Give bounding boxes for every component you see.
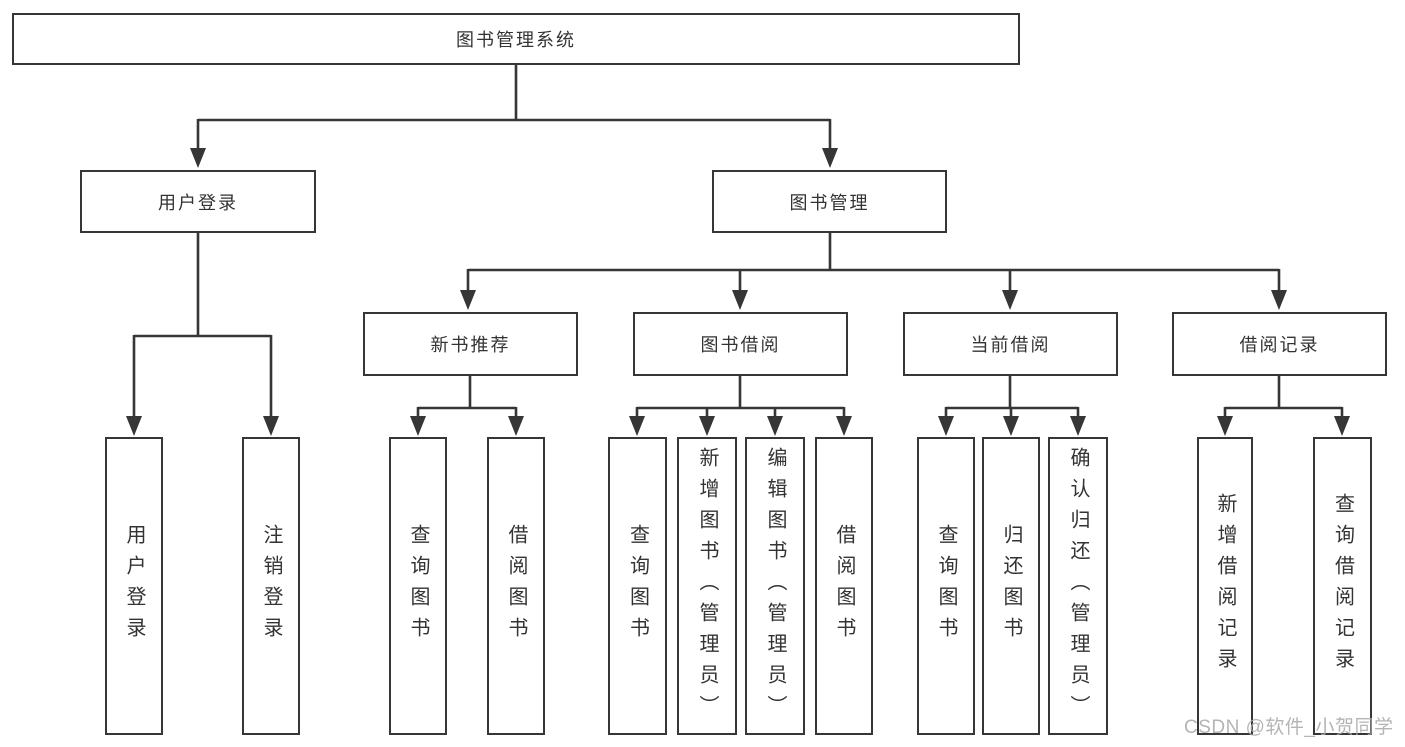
arrowhead-icon [836, 416, 852, 436]
node-label: 图书管理系统 [456, 30, 576, 50]
node-label: 新书推荐 [430, 335, 511, 355]
leaf-label: 编辑图书（管理员） [764, 446, 786, 726]
leaf-query-books-newbooks: 查询图书 [389, 437, 447, 735]
arrowhead-icon [1002, 290, 1018, 310]
connector-root-to-level1 [190, 63, 838, 168]
node-label: 图书借阅 [700, 335, 781, 355]
arrowhead-icon [629, 416, 645, 436]
leaf-label: 新增借阅记录 [1214, 493, 1236, 679]
leaf-label: 查询借阅记录 [1331, 493, 1354, 679]
connector-bookmgmt-to-level2 [460, 233, 1287, 310]
leaf-user-login: 用户登录 [105, 437, 163, 735]
wire-records [1223, 376, 1344, 417]
arrowhead-icon [508, 416, 524, 436]
node-label: 用户登录 [158, 192, 238, 213]
wire-current [944, 376, 1080, 417]
wire-newbooks [416, 376, 518, 417]
node-label: 当前借阅 [970, 335, 1051, 355]
wire-root [196, 63, 832, 150]
leaf-borrow-books-newbooks: 借阅图书 [487, 437, 545, 735]
leaf-borrow-books-borrow: 借阅图书 [815, 437, 873, 735]
arrowhead-icon [1271, 290, 1287, 310]
leaf-edit-book-admin: 编辑图书（管理员） [745, 437, 805, 735]
arrowhead-icon [1070, 416, 1086, 436]
node-label: 图书管理 [789, 192, 870, 213]
arrowhead-icon [1217, 416, 1233, 436]
arrowhead-icon [767, 416, 783, 436]
wire-userlogin [132, 233, 273, 417]
arrowhead-icon [732, 290, 748, 310]
leaf-logout: 注销登录 [242, 437, 300, 735]
leaf-query-borrow-record: 查询借阅记录 [1313, 437, 1372, 735]
arrowhead-icon [938, 416, 954, 436]
arrowhead-icon [1003, 416, 1019, 436]
arrowhead-icon [126, 416, 142, 436]
node-book-borrow: 图书借阅 [633, 312, 848, 376]
csdn-watermark: CSDN @软件_小贺同学 [1184, 717, 1394, 738]
node-new-book-recommend: 新书推荐 [363, 312, 578, 376]
arrowhead-icon [410, 416, 426, 436]
wire-borrow [635, 376, 846, 417]
leaf-query-books-borrow: 查询图书 [608, 437, 667, 735]
leaf-return-book: 归还图书 [982, 437, 1040, 735]
leaf-add-borrow-record: 新增借阅记录 [1197, 437, 1253, 735]
leaf-label: 借阅图书 [505, 524, 527, 648]
node-root-library-system: 图书管理系统 [12, 13, 1020, 65]
leaf-label: 用户登录 [123, 524, 145, 648]
node-book-management: 图书管理 [712, 170, 947, 233]
leaf-label: 归还图书 [1000, 524, 1022, 648]
connector-current-to-leaves [938, 376, 1086, 436]
arrowhead-icon [190, 148, 206, 168]
connector-borrow-to-leaves [629, 376, 852, 436]
leaf-confirm-return-admin: 确认归还（管理员） [1048, 437, 1108, 735]
arrowhead-icon [699, 416, 715, 436]
arrowhead-icon [460, 290, 476, 310]
leaf-label: 注销登录 [260, 524, 282, 648]
leaf-label: 借阅图书 [833, 524, 855, 648]
connector-newbooks-to-leaves [410, 376, 524, 436]
arrowhead-icon [263, 416, 279, 436]
arrowhead-icon [822, 148, 838, 168]
leaf-label: 查询图书 [935, 524, 957, 648]
connector-userlogin-to-leaves [126, 233, 279, 436]
leaf-add-book-admin: 新增图书（管理员） [677, 437, 737, 735]
arrowhead-icon [1334, 416, 1350, 436]
node-current-borrow: 当前借阅 [903, 312, 1118, 376]
leaf-label: 确认归还（管理员） [1067, 446, 1089, 726]
leaf-query-books-current: 查询图书 [917, 437, 975, 735]
wire-bookmgmt [466, 233, 1281, 292]
node-user-login: 用户登录 [80, 170, 316, 233]
leaf-label: 查询图书 [407, 524, 429, 648]
node-label: 借阅记录 [1239, 335, 1320, 355]
connector-records-to-leaves [1217, 376, 1350, 436]
leaf-label: 查询图书 [626, 524, 649, 648]
leaf-label: 新增图书（管理员） [696, 446, 718, 726]
node-borrow-records: 借阅记录 [1172, 312, 1387, 376]
